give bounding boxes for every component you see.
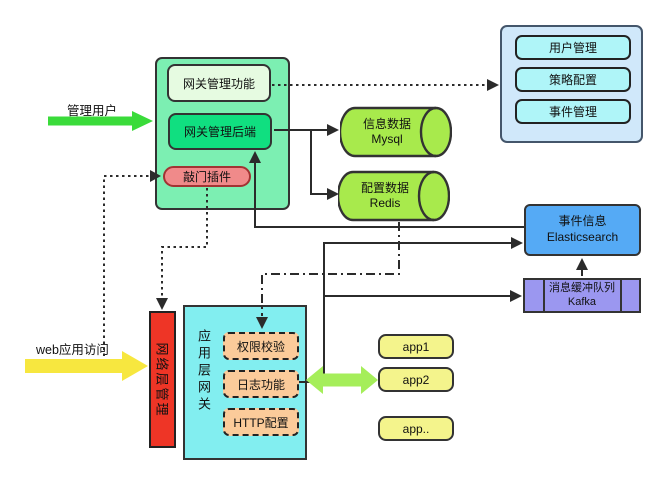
user-mgmt-box: 用户管理 [515, 35, 631, 60]
app-gateway-box: 应用层网关 权限校验 日志功能 HTTP配置 [183, 305, 307, 460]
redis-label-2: Redis [369, 196, 401, 210]
redis-cylinder: 配置数据 Redis [338, 170, 450, 222]
kafka-left-divider [543, 280, 545, 311]
redis-label-1: 配置数据 [360, 181, 409, 195]
http-config-label: HTTP配置 [233, 415, 289, 430]
network-layer-box: 网络层管理 [149, 311, 176, 448]
user-mgmt-label: 用户管理 [548, 41, 597, 55]
mysql-label-1: 信息数据 [362, 117, 411, 131]
log-func-box: 日志功能 [223, 370, 299, 398]
mysql-cylinder: 信息数据 Mysql [340, 106, 452, 158]
knock-plugin-box: 敲门插件 [163, 166, 251, 187]
cylinder-shape-icon [340, 106, 452, 158]
webflow-to-knock-dotted [103, 175, 149, 368]
policy-config-box: 策略配置 [515, 67, 631, 92]
auth-check-box: 权限校验 [223, 332, 299, 360]
elasticsearch-label-1: 事件信息 [558, 214, 607, 229]
app-more-label: app.. [402, 421, 430, 436]
app2-box: app2 [378, 367, 454, 392]
gateway-apps-double-arrow [306, 366, 378, 394]
app-gateway-label: 应用层网关 [196, 329, 211, 414]
kafka-box: 消息缓冲队列 Kafka [523, 278, 641, 313]
elasticsearch-label-2: Elasticsearch [546, 230, 619, 244]
redis-to-auth-dashdot [261, 222, 400, 316]
event-mgmt-box: 事件管理 [515, 99, 631, 124]
elasticsearch-box: 事件信息 Elasticsearch [524, 204, 641, 256]
network-layer-label: 网络层管理 [154, 341, 169, 418]
kafka-label-2: Kafka [567, 295, 597, 308]
kafka-right-divider [620, 280, 622, 311]
app1-label: app1 [402, 339, 430, 354]
policy-config-label: 策略配置 [548, 73, 597, 87]
kafka-label-1: 消息缓冲队列 [549, 281, 615, 294]
event-mgmt-label: 事件管理 [548, 105, 597, 119]
app-more-box: app.. [378, 416, 454, 441]
gateway-backend-box: 网关管理后端 [168, 113, 272, 150]
auth-check-label: 权限校验 [236, 339, 285, 354]
gateway-func-box: 网关管理功能 [167, 64, 271, 102]
admin-user-label: 管理用户 [67, 104, 118, 118]
http-config-box: HTTP配置 [223, 408, 299, 436]
mysql-label-2: Mysql [371, 132, 403, 146]
app2-label: app2 [402, 372, 430, 387]
knock-plugin-label: 敲门插件 [182, 170, 231, 184]
gateway-func-label: 网关管理功能 [182, 76, 255, 91]
log-to-es-line [299, 242, 512, 383]
log-func-label: 日志功能 [236, 377, 285, 392]
gateway-backend-label: 网关管理后端 [183, 125, 256, 139]
web-access-label: web应用访问 [36, 343, 109, 357]
backend-to-redis-line [310, 130, 328, 195]
app1-box: app1 [378, 334, 454, 359]
admin-panel: 用户管理 策略配置 事件管理 [500, 25, 643, 143]
